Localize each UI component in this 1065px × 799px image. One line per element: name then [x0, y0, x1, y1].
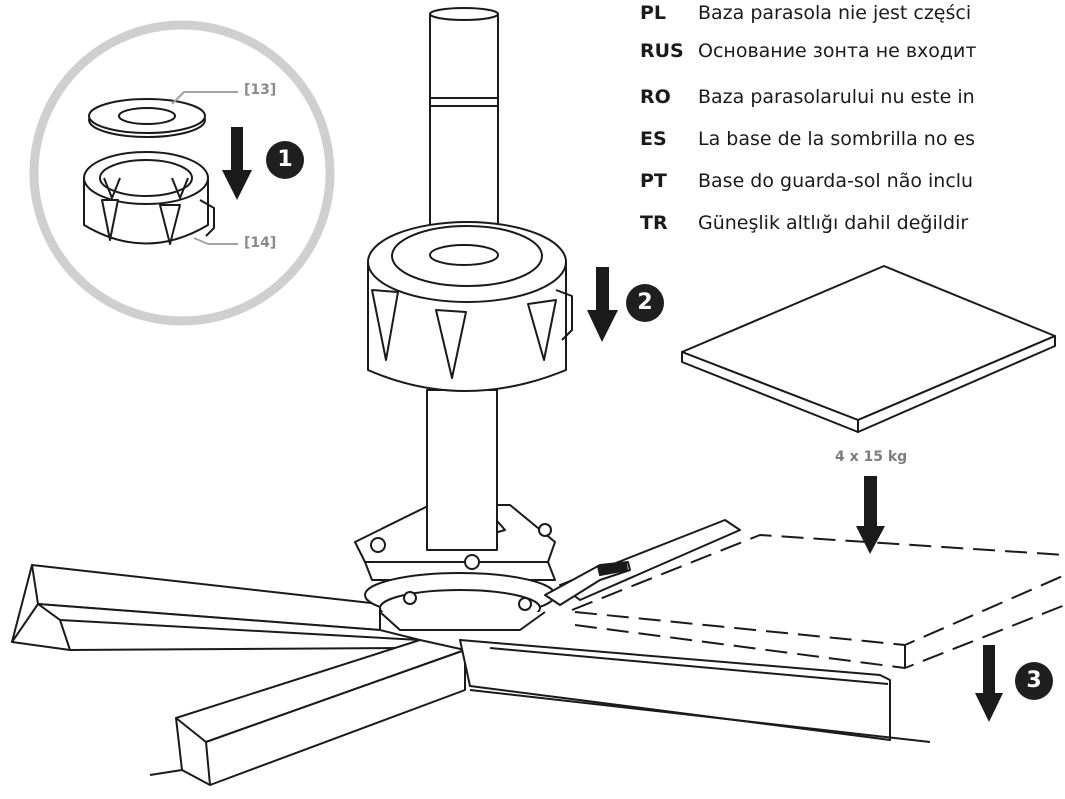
lang-code: RO — [640, 86, 671, 108]
step-badge-2: 2 — [626, 284, 664, 322]
pole-cap — [367, 221, 573, 392]
step-badge-1: 1 — [266, 141, 304, 179]
part-label-cap: [14] — [244, 235, 277, 251]
arrow-step-2 — [587, 267, 618, 342]
tile-placement-outline — [571, 534, 1065, 669]
washer-part — [88, 98, 206, 138]
weight-label: 4 x 15 kg — [835, 449, 908, 465]
lang-text: Base do guarda-sol não inclu — [698, 170, 974, 192]
step-badge-3: 3 — [1015, 662, 1053, 700]
lang-row-ro: RO Baza parasolarului nu este in — [640, 86, 975, 116]
lang-row-rus: RUS Основание зонта не входит — [640, 40, 976, 70]
lang-code: RUS — [640, 40, 684, 62]
lang-row-pt: PT Base do guarda-sol não inclu — [640, 170, 973, 200]
part-label-washer: [13] — [244, 82, 277, 98]
cap-part — [83, 151, 215, 245]
lang-row-tr: TR Güneşlik altlığı dahil değildir — [640, 212, 968, 240]
lang-row-es: ES La base de la sombrilla no es — [640, 128, 975, 158]
lang-text: La base de la sombrilla no es — [698, 128, 976, 150]
language-list: PL Baza parasola nie jest części RUS Основ… — [0, 0, 1065, 240]
lang-text: Baza parasolarului nu este in — [698, 86, 975, 108]
lang-code: PT — [640, 170, 667, 192]
lang-code: PL — [640, 2, 667, 24]
arrow-step-3 — [975, 645, 1003, 722]
lang-code: TR — [640, 212, 668, 234]
lang-text: Güneşlik altlığı dahil değildir — [698, 212, 969, 234]
lang-code: ES — [640, 128, 667, 150]
lang-text: Основание зонта не входит — [698, 40, 977, 62]
detail-circle — [29, 20, 335, 326]
lang-row-pl: PL Baza parasola nie jest części — [640, 2, 971, 32]
arrow-tile-drop — [856, 476, 885, 554]
arrow-step-1 — [222, 127, 252, 200]
weight-tile — [681, 265, 1056, 433]
lang-text: Baza parasola nie jest części — [698, 2, 972, 24]
cross-base — [11, 519, 931, 786]
